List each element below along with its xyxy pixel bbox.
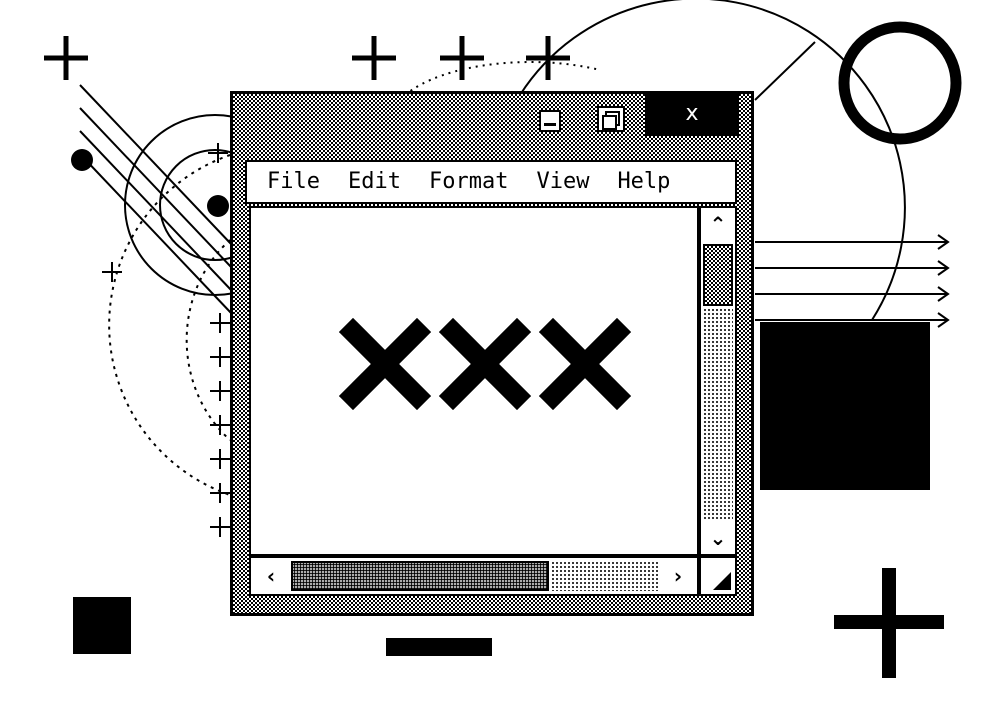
document-area[interactable] [249,206,699,556]
x-mark-icon [538,317,632,411]
scroll-up-button[interactable]: ⌃ [701,208,735,240]
vertical-scrollbar[interactable]: ⌃ ⌄ [699,206,737,556]
small-black-square-block [73,597,131,654]
restore-button[interactable] [597,106,625,132]
chevron-down-icon: ⌄ [709,526,727,550]
resize-grip[interactable] [699,556,737,596]
scroll-right-button[interactable]: › [661,561,695,591]
title-bar[interactable]: x [233,94,751,156]
x-mark-icon [338,317,432,411]
chevron-up-icon: ⌃ [709,212,727,236]
horizontal-scroll-track[interactable] [551,561,659,591]
close-button[interactable]: x [645,94,739,136]
minimize-button[interactable] [539,110,561,132]
menu-file[interactable]: File [267,169,320,194]
x-mark-icon [438,317,532,411]
chevron-right-icon: › [673,564,683,588]
menu-help[interactable]: Help [617,169,671,194]
horizontal-scrollbar[interactable]: ‹ › [249,556,699,596]
black-square-block [760,322,930,490]
scroll-down-button[interactable]: ⌄ [701,522,735,554]
vertical-scroll-thumb[interactable] [703,244,733,306]
horizontal-scroll-thumb[interactable] [291,561,549,591]
black-bar-block [386,638,492,656]
chevron-left-icon: ‹ [266,564,276,588]
menu-edit[interactable]: Edit [347,169,401,194]
menu-format[interactable]: Format [428,169,509,194]
close-icon: x [685,101,699,126]
vertical-scroll-track[interactable] [703,308,733,520]
scroll-left-button[interactable]: ‹ [255,561,287,591]
menu-view[interactable]: View [536,169,590,194]
app-window: x File Edit Format View Help ⌃ ⌄ ‹ [230,91,754,616]
menu-bar: File Edit Format View Help [245,160,737,204]
